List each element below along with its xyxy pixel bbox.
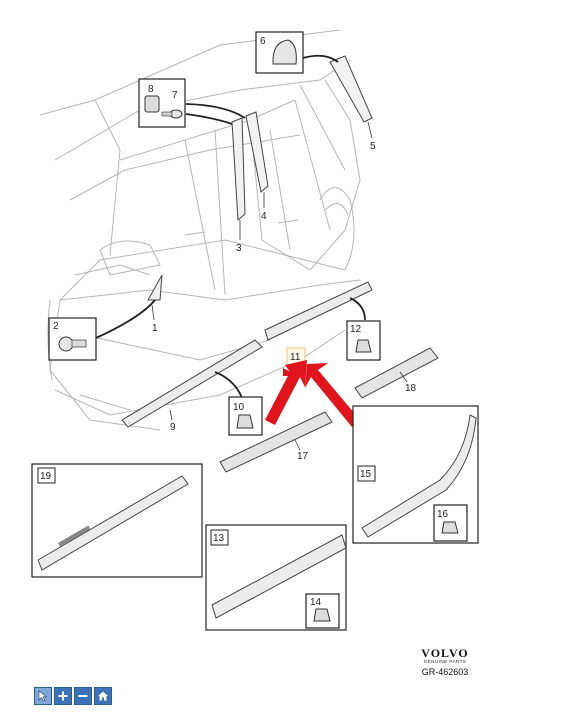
part-label-7: 7 [172,90,178,101]
zoom-out-button[interactable] [74,687,92,705]
zoom-in-button[interactable] [54,687,72,705]
part-label-14: 14 [310,597,322,608]
genuine-parts-text: GENUINE PARTS [423,659,467,664]
callout-box-14 [305,593,340,629]
callout-box-10 [228,396,263,436]
part-label-18: 18 [405,383,417,394]
part-label-3: 3 [236,243,242,254]
part-11-shape [264,281,373,341]
part-label-8: 8 [148,84,154,95]
label-ticks [151,121,408,451]
part-label-6: 6 [260,36,266,47]
part-17-shape [219,411,333,473]
part-label-17: 17 [297,451,309,462]
callout-box-2 [48,317,97,361]
callout-box-19 [31,463,203,578]
part-5-shape [329,55,373,123]
red-arrows [265,360,360,427]
diagram-reference: GR-462603 [421,667,469,677]
part-label-10: 10 [233,402,245,413]
cursor-icon [38,690,48,702]
part-label-5: 5 [370,141,376,152]
part-9-shape [121,339,263,428]
part-label-9: 9 [170,422,176,433]
part-label-4: 4 [261,211,267,222]
callout-box-12 [346,320,381,361]
box-number-frames [37,465,376,546]
part-label-16: 16 [437,509,449,520]
home-icon [98,691,108,701]
cursor-button[interactable] [34,687,52,705]
callout-box-6 [255,31,304,74]
part-label-11: 11 [290,352,301,363]
home-button[interactable] [94,687,112,705]
callout-box-8-7 [138,78,186,128]
part-label-19: 19 [40,471,52,482]
part-18-shape [354,347,439,399]
part-label-2: 2 [53,321,59,332]
part-1-shape [147,274,163,301]
callout-box-16 [433,504,468,542]
part-4-shape [245,111,269,193]
part-label-13: 13 [213,533,225,544]
zoom-in-icon [58,691,68,701]
part-label-12: 12 [350,324,362,335]
part-3-shape [231,117,246,222]
leader-lines [95,54,366,399]
car-outline [39,29,361,431]
volvo-logo-text: VOLVO [421,646,469,660]
part-label-1: 1 [152,323,158,334]
zoom-out-icon [78,695,88,697]
part-label-15: 15 [360,469,372,480]
diagram-toolbar [34,687,112,705]
